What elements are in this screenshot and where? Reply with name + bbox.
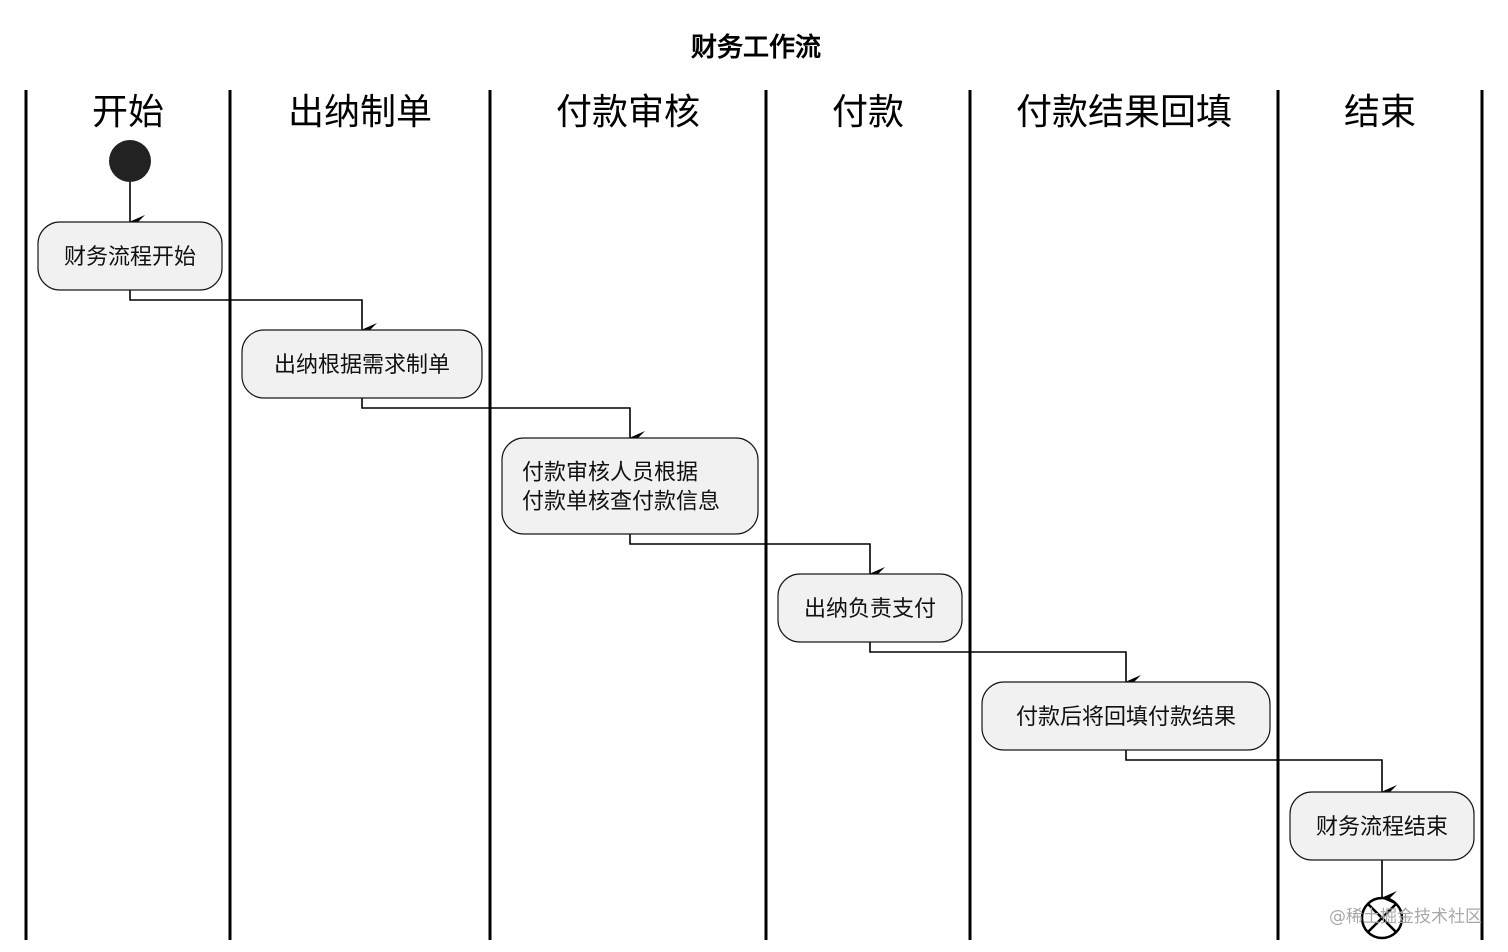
activity-text: 出纳根据需求制单	[274, 353, 450, 378]
start-node	[109, 140, 151, 182]
activity-box	[777, 573, 963, 643]
activity-box	[37, 221, 223, 291]
activity-box	[981, 681, 1271, 751]
activity-text: 财务流程开始	[64, 245, 196, 270]
watermark: @稀土掘金技术社区	[1329, 907, 1482, 927]
activity-1: 财务流程开始	[37, 221, 223, 291]
activity-text: 出纳负责支付	[804, 597, 936, 622]
flow-act-2-to-act-3	[361, 398, 645, 445]
flow-act-1-to-act-2	[129, 290, 377, 337]
flow-act-5-to-act-6	[1125, 750, 1397, 799]
lane-label-review: 付款审核	[556, 92, 700, 133]
flow-act-3-to-act-4	[629, 534, 885, 581]
activity-5: 付款后将回填付款结果	[981, 681, 1271, 751]
flow-connectors	[129, 182, 1397, 905]
activity-text: 付款审核人员根据	[522, 461, 698, 486]
diagram-title: 财务工作流	[691, 33, 821, 63]
activity-text: 财务流程结束	[1316, 815, 1448, 840]
activity-box	[501, 437, 759, 535]
lane-labels: 开始 出纳制单 付款审核 付款 付款结果回填 结束	[92, 92, 1416, 133]
activity-nodes: 财务流程开始出纳根据需求制单付款审核人员根据付款单核查付款信息出纳负责支付付款后…	[37, 221, 1475, 861]
activity-6: 财务流程结束	[1289, 791, 1475, 861]
activity-2: 出纳根据需求制单	[241, 329, 483, 399]
flow-act-4-to-act-5	[869, 642, 1141, 689]
lane-label-start: 开始	[92, 92, 164, 133]
lane-label-pay: 付款	[832, 92, 904, 133]
lane-dividers	[24, 90, 1484, 940]
activity-text: 付款后将回填付款结果	[1016, 705, 1236, 730]
lane-label-end: 结束	[1344, 92, 1416, 133]
lane-label-backfill: 付款结果回填	[1016, 92, 1232, 133]
activity-4: 出纳负责支付	[777, 573, 963, 643]
activity-text: 付款单核查付款信息	[522, 490, 720, 515]
activity-box	[1289, 791, 1475, 861]
activity-box	[241, 329, 483, 399]
lane-label-cashier: 出纳制单	[288, 92, 432, 133]
end-node	[1360, 896, 1404, 940]
start-end-nodes	[109, 140, 1404, 940]
